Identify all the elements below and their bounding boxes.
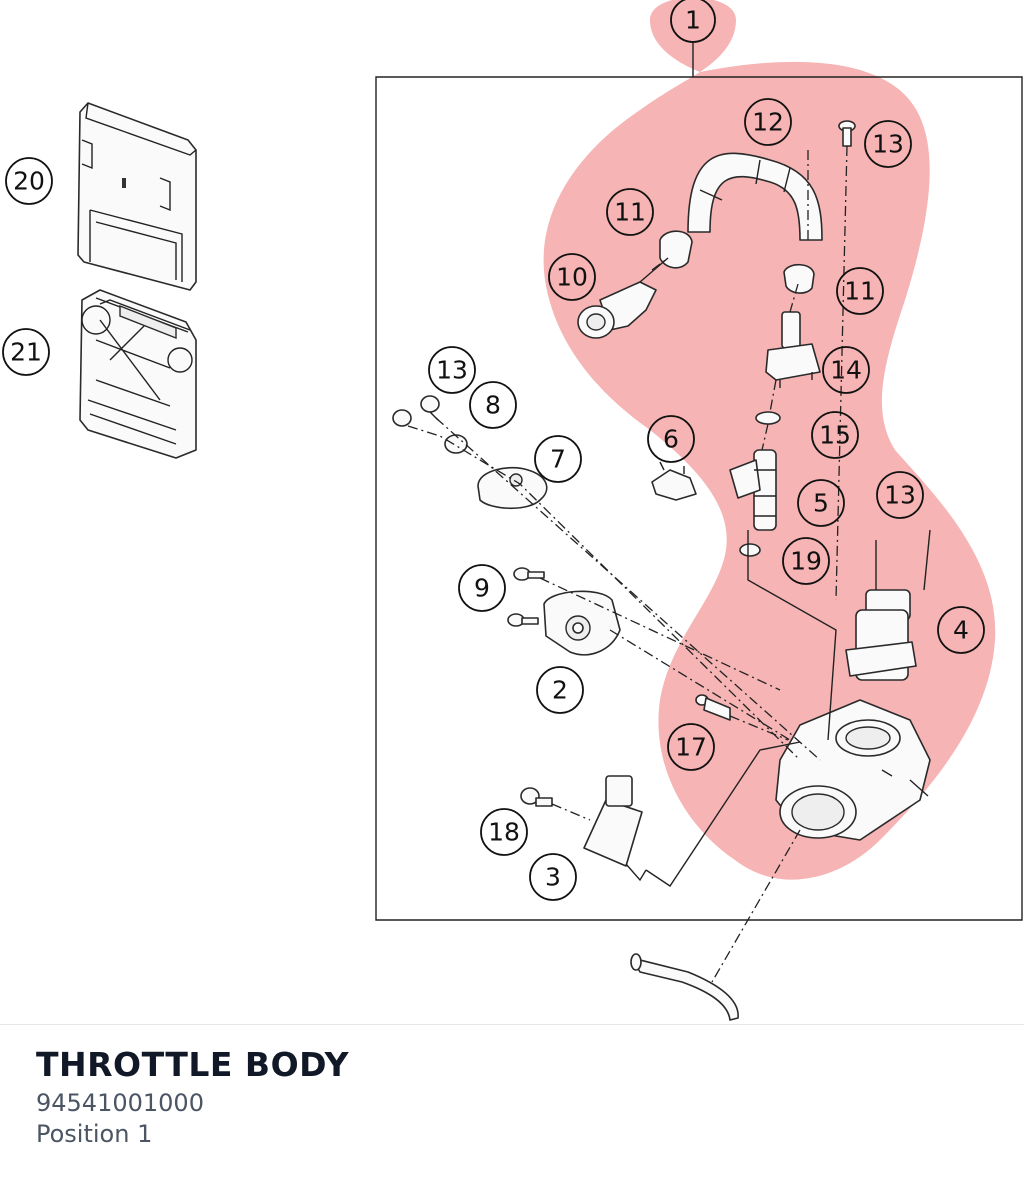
gasket-part-7[interactable] [477, 466, 548, 510]
fuel-hose-part-12[interactable] [687, 152, 823, 241]
svg-text:12: 12 [752, 108, 784, 137]
callout-4[interactable]: 4 [937, 606, 985, 654]
screws-part-13-left[interactable] [392, 395, 440, 427]
hose-clamp-part-11b[interactable] [783, 263, 815, 294]
callout-19[interactable]: 19 [782, 537, 830, 585]
callout-14[interactable]: 14 [822, 346, 870, 394]
o-ring-part-19[interactable] [739, 543, 761, 557]
callout-18[interactable]: 18 [480, 808, 528, 856]
screws-part-9[interactable] [507, 567, 545, 627]
throttle-actuator-part-4[interactable] [845, 529, 931, 681]
ecu-cover-part-20[interactable] [77, 102, 197, 291]
svg-text:17: 17 [675, 733, 707, 762]
fuel-injector-part-5[interactable] [729, 449, 777, 531]
sensor-part-6[interactable] [651, 461, 697, 501]
svg-text:3: 3 [545, 863, 561, 892]
callout-layer: 1 12 13 11 10 11 14 13 8 7 6 15 5 13 19 … [2, 0, 985, 901]
svg-text:10: 10 [556, 263, 588, 292]
callout-11-right[interactable]: 11 [836, 267, 884, 315]
throttle-position-sensor-part-2[interactable] [543, 590, 621, 656]
callout-20[interactable]: 20 [5, 157, 53, 205]
svg-text:18: 18 [488, 818, 520, 847]
idle-valve-part-17[interactable] [695, 694, 731, 721]
callout-10[interactable]: 10 [548, 253, 596, 301]
injector-holder-part-14[interactable] [765, 311, 821, 388]
throttle-body-main[interactable] [775, 699, 931, 841]
callout-13-right[interactable]: 13 [876, 471, 924, 519]
svg-text:13: 13 [884, 481, 916, 510]
part-number: 94541001000 [36, 1089, 204, 1117]
part-position: Position 1 [36, 1120, 153, 1148]
callout-11-left[interactable]: 11 [606, 188, 654, 236]
svg-text:21: 21 [10, 338, 42, 367]
svg-text:6: 6 [663, 425, 679, 454]
o-ring-part-15[interactable] [755, 411, 781, 425]
svg-text:1: 1 [685, 6, 701, 35]
callout-15[interactable]: 15 [811, 411, 859, 459]
callout-17[interactable]: 17 [667, 723, 715, 771]
slot-marker [122, 178, 126, 188]
quick-connector-part-10[interactable] [577, 257, 669, 339]
callout-9[interactable]: 9 [458, 564, 506, 612]
svg-text:4: 4 [953, 616, 969, 645]
ecu-unit-part-21[interactable] [79, 289, 197, 459]
svg-text:14: 14 [830, 356, 862, 385]
svg-text:8: 8 [485, 391, 501, 420]
svg-text:7: 7 [550, 445, 566, 474]
svg-text:5: 5 [813, 489, 829, 518]
svg-text:13: 13 [872, 130, 904, 159]
map-sensor-part-3[interactable] [583, 775, 647, 882]
svg-text:11: 11 [844, 277, 876, 306]
callout-2[interactable]: 2 [536, 666, 584, 714]
part-info-footer: THROTTLE BODY 94541001000 Position 1 [0, 1024, 1024, 1177]
intake-clamp[interactable] [630, 953, 739, 1021]
assembly-frame [375, 76, 1023, 921]
callout-7[interactable]: 7 [534, 435, 582, 483]
callout-5[interactable]: 5 [797, 479, 845, 527]
svg-text:15: 15 [819, 421, 851, 450]
svg-text:20: 20 [13, 167, 45, 196]
parts-diagram: 1 12 13 11 10 11 14 13 8 7 6 15 5 13 19 … [2, 0, 1023, 1021]
callout-12[interactable]: 12 [744, 98, 792, 146]
callout-13-top[interactable]: 13 [864, 120, 912, 168]
callout-6[interactable]: 6 [647, 415, 695, 463]
part-title: THROTTLE BODY [36, 1045, 350, 1084]
svg-text:11: 11 [614, 198, 646, 227]
callout-8[interactable]: 8 [469, 381, 517, 429]
screw-part-18[interactable] [520, 787, 553, 807]
svg-text:19: 19 [790, 547, 822, 576]
hose-clamp-part-11a[interactable] [659, 230, 693, 269]
svg-text:2: 2 [552, 676, 568, 705]
svg-text:9: 9 [474, 574, 490, 603]
callout-1[interactable]: 1 [670, 0, 716, 43]
leader-lines [407, 145, 848, 983]
callout-21[interactable]: 21 [2, 328, 50, 376]
svg-text:13: 13 [436, 356, 468, 385]
callout-13-left[interactable]: 13 [428, 346, 476, 394]
callout-3[interactable]: 3 [529, 853, 577, 901]
